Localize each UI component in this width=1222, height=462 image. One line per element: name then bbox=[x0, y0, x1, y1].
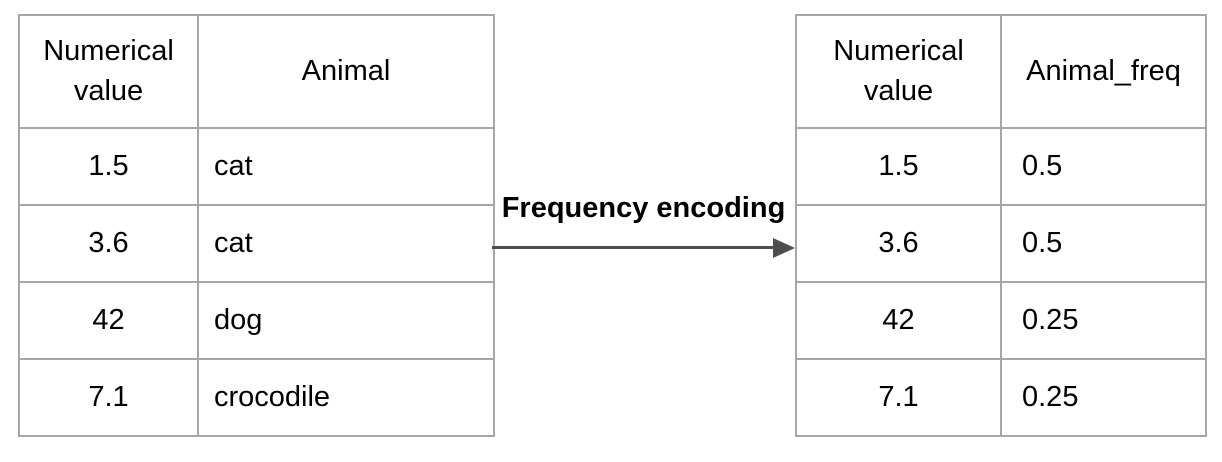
right-header-numerical-value: Numerical value bbox=[795, 14, 1002, 129]
table-cell-numerical: 42 bbox=[795, 281, 1002, 360]
transform-arrow bbox=[492, 238, 795, 258]
table-cell-numerical: 42 bbox=[18, 281, 199, 360]
table-cell-numerical: 7.1 bbox=[795, 358, 1002, 437]
arrowhead-icon bbox=[773, 238, 795, 258]
left-header-numerical-value: Numerical value bbox=[18, 14, 199, 129]
frequency-encoding-label: Frequency encoding bbox=[501, 192, 786, 224]
right-table-header-row: Numerical value Animal_freq bbox=[795, 14, 1207, 129]
table-cell-animal: cat bbox=[197, 204, 495, 283]
table-row: 1.5 0.5 bbox=[795, 127, 1207, 206]
table-cell-animal: cat bbox=[197, 127, 495, 206]
table-cell-numerical: 7.1 bbox=[18, 358, 199, 437]
table-cell-animal: dog bbox=[197, 281, 495, 360]
table-cell-numerical: 1.5 bbox=[18, 127, 199, 206]
table-cell-numerical: 3.6 bbox=[18, 204, 199, 283]
table-cell-freq: 0.5 bbox=[1000, 127, 1207, 206]
table-row: 3.6 0.5 bbox=[795, 204, 1207, 283]
table-cell-numerical: 1.5 bbox=[795, 127, 1002, 206]
right-header-animal-freq: Animal_freq bbox=[1000, 14, 1207, 129]
table-row: 1.5 cat bbox=[18, 127, 495, 206]
table-cell-freq: 0.5 bbox=[1000, 204, 1207, 283]
table-row: 7.1 crocodile bbox=[18, 358, 495, 437]
left-table: Numerical value Animal 1.5 cat 3.6 cat 4… bbox=[18, 14, 495, 437]
table-cell-animal: crocodile bbox=[197, 358, 495, 437]
table-row: 7.1 0.25 bbox=[795, 358, 1207, 437]
table-cell-numerical: 3.6 bbox=[795, 204, 1002, 283]
table-row: 42 dog bbox=[18, 281, 495, 360]
left-table-header-row: Numerical value Animal bbox=[18, 14, 495, 129]
table-cell-freq: 0.25 bbox=[1000, 281, 1207, 360]
left-header-animal: Animal bbox=[197, 14, 495, 129]
table-row: 42 0.25 bbox=[795, 281, 1207, 360]
right-table: Numerical value Animal_freq 1.5 0.5 3.6 … bbox=[795, 14, 1207, 437]
table-row: 3.6 cat bbox=[18, 204, 495, 283]
arrow-shaft bbox=[492, 246, 773, 249]
table-cell-freq: 0.25 bbox=[1000, 358, 1207, 437]
